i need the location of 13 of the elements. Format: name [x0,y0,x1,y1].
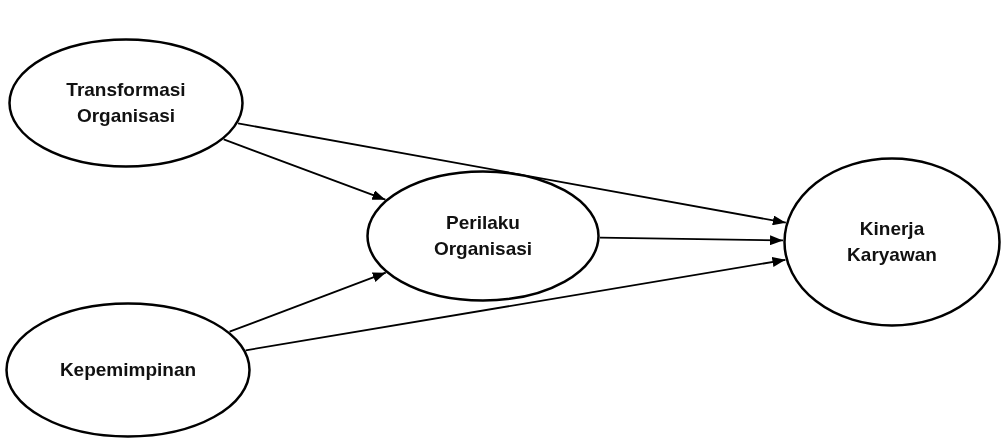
node-label: Transformasi Organisasi [65,78,187,128]
arrow [599,235,784,246]
arrow [244,256,787,352]
node-label: Kinerja Karyawan [846,217,938,267]
node-label: Perilaku Organisasi [432,211,534,261]
arrow [237,122,787,226]
ellipse-node [5,302,251,438]
ellipse-node [8,38,244,168]
ellipse-node [366,170,600,302]
arrow [228,271,387,333]
node-label: Kepemimpinan [59,358,197,383]
arrow [222,138,387,201]
ellipse-node [783,157,1001,327]
